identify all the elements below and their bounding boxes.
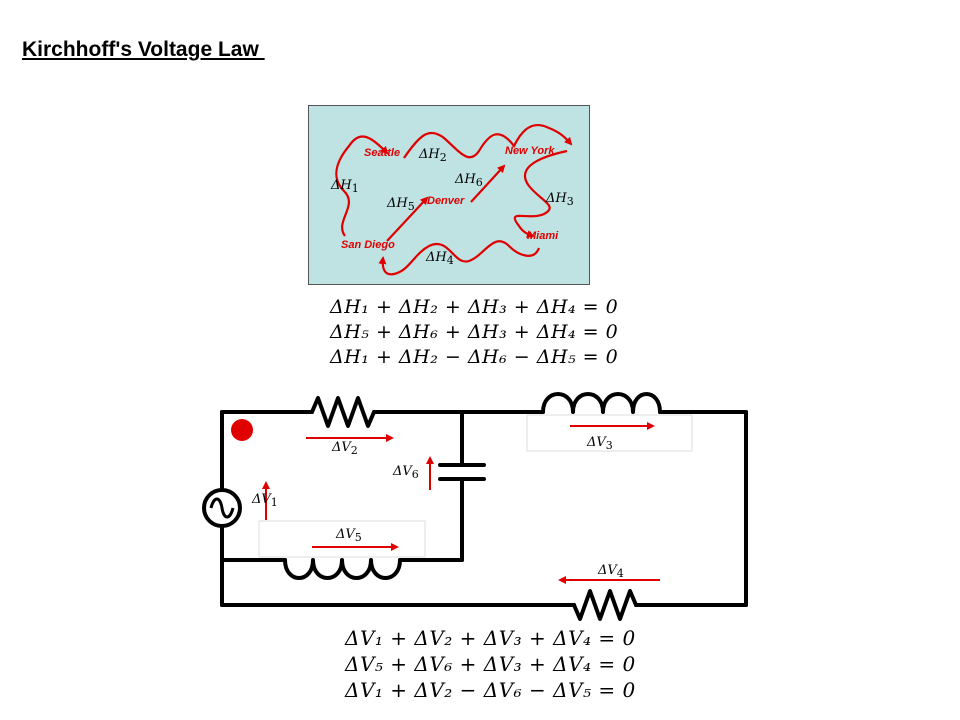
label-h3: ΔH3 [546,191,574,208]
resistor-r4 [572,589,638,621]
label-h1: ΔH1 [331,178,359,195]
path-h3 [513,149,568,238]
v-equation-2: ΔV₅ + ΔV₆ + ΔV₃ + ΔV₄ = 0 [345,652,636,676]
h-equation-1: ΔH₁ + ΔH₂ + ΔH₃ + ΔH₄ = 0 [330,296,619,318]
label-v1: ΔV1 [252,492,278,509]
label-h4: ΔH4 [426,250,454,267]
ac-source-wave [209,497,235,519]
h-equation-3: ΔH₁ + ΔH₂ − ΔH₆ − ΔH₅ = 0 [330,346,619,368]
path-h4 [378,240,541,276]
city-miami: Miami [527,230,559,242]
city-san-diego: San Diego [341,239,395,251]
label-v3: ΔV3 [587,435,613,452]
reference-dot [231,419,253,441]
label-v4: ΔV4 [598,563,624,580]
v3-label-box [526,414,693,452]
inductor-l5 [283,558,402,580]
v-equation-1: ΔV₁ + ΔV₂ + ΔV₃ + ΔV₄ = 0 [345,626,636,650]
v5-label-box [258,520,426,558]
path-h1 [335,135,389,237]
label-h2: ΔH2 [419,147,447,164]
label-v2: ΔV2 [332,440,358,457]
city-denver: Denver [427,195,465,207]
page-title: Kirchhoff's Voltage Law [22,38,265,61]
label-h5: ΔH5 [387,196,415,213]
city-new-york: New York [505,145,555,157]
label-h6: ΔH6 [455,172,483,189]
inductor-l3 [541,392,662,414]
label-v5: ΔV5 [336,527,362,544]
label-v6: ΔV6 [393,464,419,481]
h-equation-2: ΔH₅ + ΔH₆ + ΔH₃ + ΔH₄ = 0 [330,321,619,343]
v-equation-3: ΔV₁ + ΔV₂ − ΔV₆ − ΔV₅ = 0 [345,678,636,702]
resistor-r2 [310,396,376,428]
route-paths [335,124,573,276]
path-h6 [470,164,506,203]
path-h2 [403,124,573,159]
path-h5 [386,196,429,242]
map-panel: Seattle New York Denver Miami San Diego … [308,105,590,285]
city-seattle: Seattle [364,147,401,159]
